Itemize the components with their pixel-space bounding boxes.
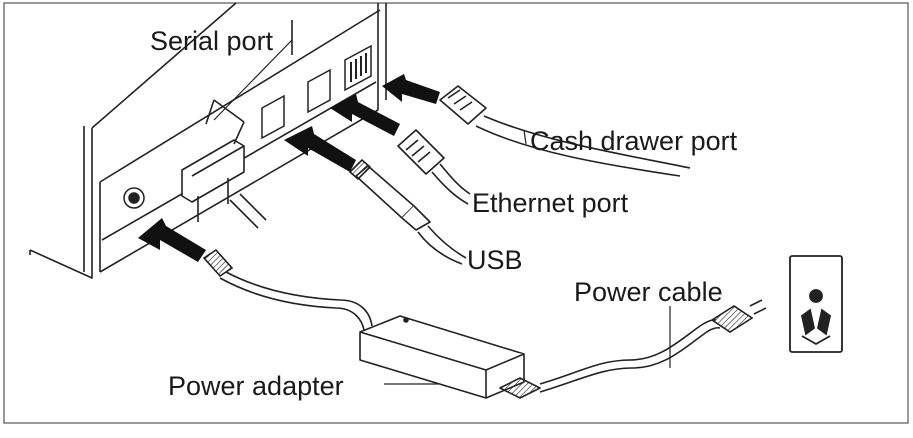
usb-label: USB xyxy=(467,245,523,275)
power-adapter-label: Power adapter xyxy=(168,371,344,401)
cash-drawer-port-label: Cash drawer port xyxy=(530,126,738,156)
serial-port-label: Serial port xyxy=(150,26,274,56)
power-cable xyxy=(539,299,767,393)
arrow-power xyxy=(138,218,206,262)
usb-plug xyxy=(349,159,467,265)
ethernet-socket xyxy=(307,68,331,114)
power-cable-label: Power cable xyxy=(574,277,723,307)
usb-socket xyxy=(261,94,285,140)
cash-drawer-socket xyxy=(344,44,372,92)
connection-arrows xyxy=(138,74,440,262)
cash-drawer-plug xyxy=(439,85,691,177)
power-plug-printer xyxy=(202,248,373,331)
serial-connector xyxy=(181,39,293,229)
wall-outlet xyxy=(789,255,843,353)
ethernet-plug xyxy=(397,129,471,205)
figure-frame xyxy=(3,2,909,424)
panel-ports xyxy=(123,44,372,209)
arrow-ethernet xyxy=(330,94,400,136)
leader-lines xyxy=(384,129,671,385)
power-adapter-brick xyxy=(359,315,541,399)
arrow-cash-drawer xyxy=(382,74,440,104)
ethernet-port-label: Ethernet port xyxy=(472,188,629,218)
arrow-usb xyxy=(284,126,356,172)
